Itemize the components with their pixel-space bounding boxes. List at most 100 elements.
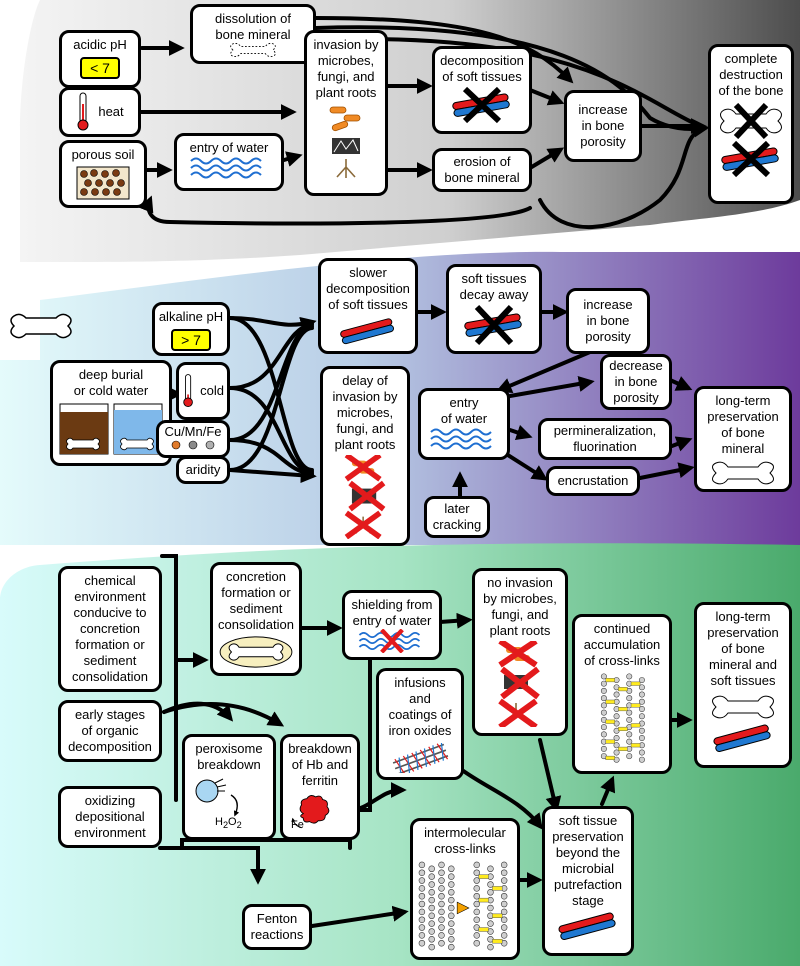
water-waves-icon <box>190 157 262 179</box>
ferritin-icon <box>291 795 330 829</box>
alkaline-ph-label: alkaline pH <box>158 309 224 324</box>
porous-soil-box: porous soil <box>59 140 147 208</box>
peroxisome-box: peroxisome breakdown H2O2 <box>182 734 276 840</box>
fungi-icon <box>332 138 360 154</box>
bone-icon <box>712 461 774 485</box>
invasion-label: invasion by microbes, fungi, and plant r… <box>313 37 379 100</box>
soft-tissue-crossed-icon <box>452 86 510 124</box>
porosity-box: increase in bone porosity <box>564 90 642 162</box>
root-icon <box>336 159 356 178</box>
bone-icon <box>712 695 774 719</box>
decay-label: soft tissues decay away <box>459 271 529 302</box>
longterm-bottom-box: long-term preservation of bone mineral a… <box>694 602 792 768</box>
ph-badge: > 7 <box>171 329 211 351</box>
dissolution-label: dissolution of bone mineral <box>215 11 291 42</box>
acidic-ph-label: acidic pH <box>73 37 127 52</box>
porous-soil-label: porous soil <box>71 147 135 162</box>
longterm-mid-box: long-term preservation of bone mineral <box>694 386 792 492</box>
entry-water-mid-box: entry of water <box>418 388 510 460</box>
hb-label: breakdown of Hb and ferritin <box>288 741 352 788</box>
slower-box: slower decomposition of soft tissues <box>318 258 418 354</box>
burial-icon <box>59 403 163 455</box>
heat-label: heat <box>98 104 124 119</box>
aridity-box: aridity <box>176 456 230 484</box>
shielding-label: shielding from entry of water <box>351 597 433 628</box>
thermometer-icon <box>183 374 193 408</box>
longterm-bottom-label: long-term preservation of bone mineral a… <box>707 609 779 688</box>
water-waves-icon <box>430 428 492 450</box>
encrust-box: encrustation <box>546 466 640 496</box>
decrease-box: decrease in bone porosity <box>600 354 672 410</box>
crossed-organisms-icon <box>498 641 540 727</box>
no-invasion-box: no invasion by microbes, fungi, and plan… <box>472 568 568 736</box>
iron-box: infusions and coatings of iron oxides <box>376 668 464 780</box>
bacteria-icon <box>329 106 361 132</box>
deep-burial-label: deep burial or cold water <box>73 367 149 398</box>
entry-water-mid-label: entry of water <box>440 395 488 426</box>
continued-label: continued accumulation of cross-links <box>583 621 661 668</box>
cold-label: cold <box>200 383 224 398</box>
concretion-box: concretion formation or sediment consoli… <box>210 562 302 676</box>
crossed-organisms-icon <box>344 455 386 539</box>
iron-label: infusions and coatings of iron oxides <box>388 675 452 738</box>
heat-box: heat <box>59 87 141 137</box>
metals-label: Cu/Mn/Fe <box>164 424 222 439</box>
dissolution-box: dissolution of bone mineral <box>190 4 316 64</box>
alkaline-ph-box: alkaline pH > 7 <box>152 302 230 356</box>
longterm-mid-label: long-term preservation of bone mineral <box>707 393 779 456</box>
continued-box: continued accumulation of cross-links <box>572 614 672 774</box>
h2o2-label: H2O2 <box>215 815 242 830</box>
metals-box: Cu/Mn/Fe <box>156 420 230 458</box>
decrease-label: decrease in bone porosity <box>609 358 663 405</box>
porosity-increase-label: increase in bone porosity <box>583 297 633 344</box>
entry-water-label: entry of water <box>189 140 269 155</box>
metal-ions-icon <box>171 440 215 450</box>
peroxisome-icon <box>195 778 240 817</box>
bone-crossed-icon <box>720 103 782 139</box>
cracking-label: later cracking <box>432 501 482 532</box>
soft-tissue-icon <box>340 318 394 345</box>
delay-label: delay of invasion by microbes, fungi, an… <box>332 373 398 452</box>
thermometer-icon <box>77 92 89 131</box>
decomposition-label: decomposition of soft tissues <box>440 53 524 84</box>
oxidizing-box: oxidizing depositional environment <box>58 786 162 848</box>
water-waves-crossed-icon <box>358 629 421 653</box>
fenton-label: Fenton reactions <box>250 911 304 942</box>
top-band <box>20 0 800 262</box>
deep-burial-box: deep burial or cold water <box>50 360 172 466</box>
bone-dashed-icon <box>230 43 276 57</box>
shielding-box: shielding from entry of water <box>342 590 442 660</box>
destruction-label: complete destruction of the bone <box>718 51 784 98</box>
entry-water-box: entry of water <box>174 133 284 191</box>
soft-tissue-icon <box>713 724 771 752</box>
aridity-label: aridity <box>185 462 221 477</box>
early-label: early stages of organic decomposition <box>68 707 152 754</box>
soft-tissue-crossed-icon <box>464 304 522 346</box>
soft-tissue-crossed-icon <box>721 140 779 178</box>
hb-box: breakdown of Hb and ferritin Fe <box>280 734 360 840</box>
bone-icon <box>10 313 72 339</box>
chem-env-label: chemical environment conducive to concre… <box>72 573 148 684</box>
erosion-box: erosion of bone mineral <box>432 148 532 192</box>
cracking-box: later cracking <box>424 496 490 538</box>
ph-badge: < 7 <box>80 57 120 79</box>
encrust-label: encrustation <box>557 473 629 488</box>
porosity-increase-box: increase in bone porosity <box>566 288 650 354</box>
soil-icon <box>76 166 130 200</box>
decomposition-box: decomposition of soft tissues <box>432 46 532 134</box>
fenton-box: Fenton reactions <box>242 904 312 950</box>
destruction-box: complete destruction of the bone <box>708 44 794 204</box>
soft-tissue-icon <box>558 912 616 940</box>
decay-box: soft tissues decay away <box>446 264 542 354</box>
invasion-box: invasion by microbes, fungi, and plant r… <box>304 30 388 196</box>
peroxisome-label: peroxisome breakdown <box>195 741 263 772</box>
intermolecular-cross-link-icon <box>418 861 508 951</box>
permin-box: permineralization, fluorination <box>538 418 672 460</box>
slower-label: slower decomposition of soft tissues <box>326 265 410 312</box>
fe-label: Fe <box>291 819 304 831</box>
no-invasion-label: no invasion by microbes, fungi, and plan… <box>483 575 557 638</box>
soft-pres-label: soft tissue preservation beyond the micr… <box>552 813 624 908</box>
acidic-ph-box: acidic pH < 7 <box>59 30 141 88</box>
oxidizing-label: oxidizing depositional environment <box>74 793 146 840</box>
